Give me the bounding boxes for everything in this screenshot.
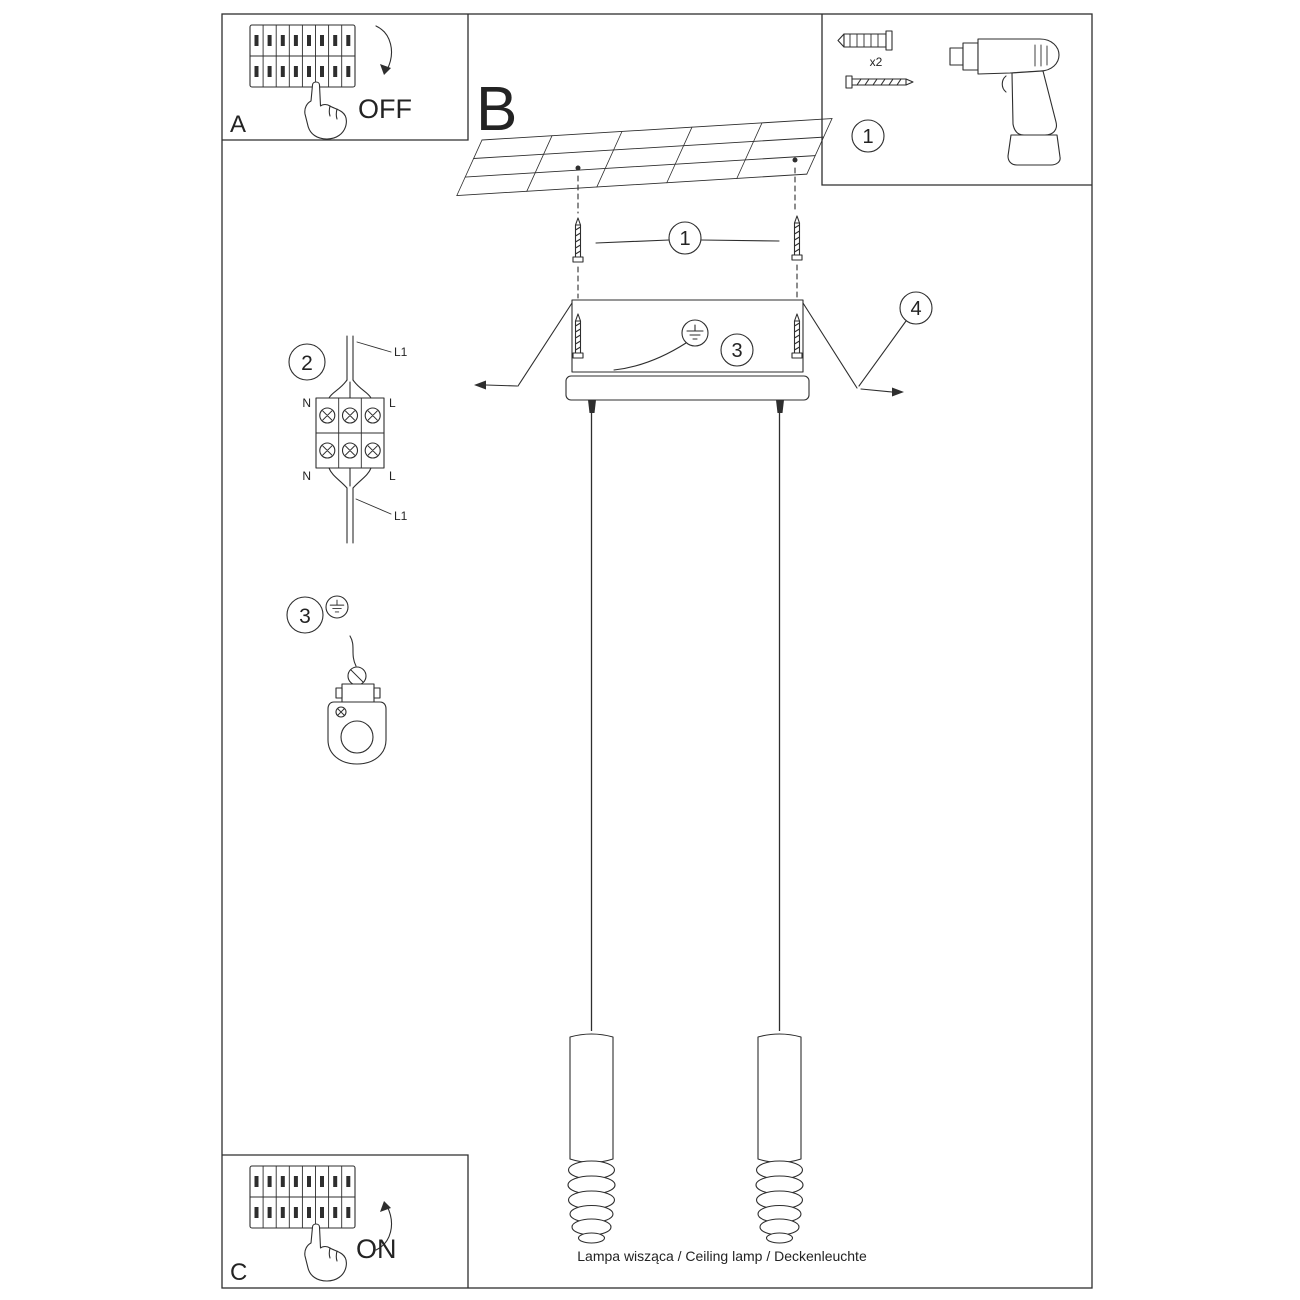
ceiling-fixing-point-right bbox=[792, 157, 798, 163]
product-caption: Lampa wisząca / Ceiling lamp / Deckenleu… bbox=[577, 1248, 867, 1264]
screw-icon bbox=[791, 313, 803, 359]
mounting-bracket bbox=[571, 299, 804, 373]
cable-grip-right bbox=[776, 400, 784, 413]
power-off-label: OFF bbox=[358, 94, 412, 124]
callout-number-cover: 4 bbox=[910, 298, 921, 320]
canopy-assembly: 3 4 bbox=[474, 291, 933, 413]
slide-arrow-right bbox=[892, 387, 904, 397]
box-a-border bbox=[222, 14, 469, 141]
pointing-hand-icon bbox=[304, 1223, 347, 1282]
alignment-dashes bbox=[577, 167, 798, 299]
breaker-panel-icon bbox=[248, 23, 357, 89]
section-power-off: A OFF bbox=[230, 23, 412, 140]
earth-symbol-circle bbox=[325, 595, 349, 619]
screw-icon bbox=[572, 313, 584, 359]
wire-label-l1-bottom: L1 bbox=[394, 509, 408, 523]
ground-wire bbox=[349, 635, 357, 667]
wire-label-l-bottom: L bbox=[389, 469, 396, 483]
callout-circle bbox=[720, 333, 754, 367]
wire-label-l-top: L bbox=[389, 396, 396, 410]
hardware-box: x2 1 bbox=[837, 30, 1061, 166]
ground-leader-line bbox=[613, 342, 687, 371]
breaker-panel-icon bbox=[248, 1164, 357, 1230]
suspended-ceiling bbox=[456, 118, 833, 197]
canopy-cover bbox=[565, 375, 810, 401]
wiring-detail: 2 L1 N L N L L1 bbox=[288, 335, 408, 544]
section-power-on: C ON bbox=[230, 1164, 397, 1286]
pendant-shade-left bbox=[567, 1033, 616, 1244]
screw-icon bbox=[845, 75, 914, 89]
flip-down-arrow-icon bbox=[375, 25, 392, 71]
callout-leader bbox=[858, 320, 907, 387]
wire-label-n-bottom: N bbox=[302, 469, 311, 483]
callout-number-hardware: 1 bbox=[862, 126, 873, 148]
section-a-label: A bbox=[230, 111, 246, 138]
callout-number-wiring: 2 bbox=[301, 352, 313, 375]
callout-circle bbox=[668, 221, 702, 255]
cable-grip-left bbox=[588, 400, 596, 413]
callout-circle bbox=[288, 343, 326, 381]
callout-number-ground-canopy: 3 bbox=[731, 340, 742, 362]
drill-icon bbox=[949, 38, 1061, 166]
section-c-label: C bbox=[230, 1259, 247, 1286]
ground-plate-hole bbox=[340, 720, 374, 754]
flip-up-arrow-icon bbox=[375, 1205, 392, 1251]
section-b-label: B bbox=[476, 75, 517, 144]
callout-circle bbox=[851, 119, 885, 153]
page-border bbox=[221, 13, 1093, 1289]
screw-icon bbox=[572, 217, 584, 263]
callout-circle bbox=[286, 596, 324, 634]
ground-symbol-circle bbox=[681, 319, 709, 347]
callout-circle bbox=[899, 291, 933, 325]
ground-terminal-body bbox=[341, 683, 375, 703]
ceiling-fixing-point-left bbox=[575, 165, 581, 171]
slide-arrow-left bbox=[474, 380, 486, 390]
power-on-label: ON bbox=[356, 1234, 397, 1264]
wire-label-l1-top: L1 bbox=[394, 345, 408, 359]
box-hardware-border bbox=[821, 14, 1092, 186]
screw-icon bbox=[791, 215, 803, 261]
pendant-shade-right bbox=[755, 1033, 804, 1244]
callout-number-screws: 1 bbox=[679, 228, 690, 250]
pointing-hand-icon bbox=[304, 81, 347, 140]
callout-number-ground-detail: 3 bbox=[299, 605, 311, 628]
mounting-screws-step: 1 bbox=[572, 215, 803, 263]
anchor-quantity: x2 bbox=[870, 55, 883, 69]
wire-label-n-top: N bbox=[302, 396, 311, 410]
grounding-detail: 3 bbox=[286, 595, 387, 765]
box-c-border bbox=[222, 1154, 469, 1288]
wall-anchor-icon bbox=[837, 30, 893, 51]
